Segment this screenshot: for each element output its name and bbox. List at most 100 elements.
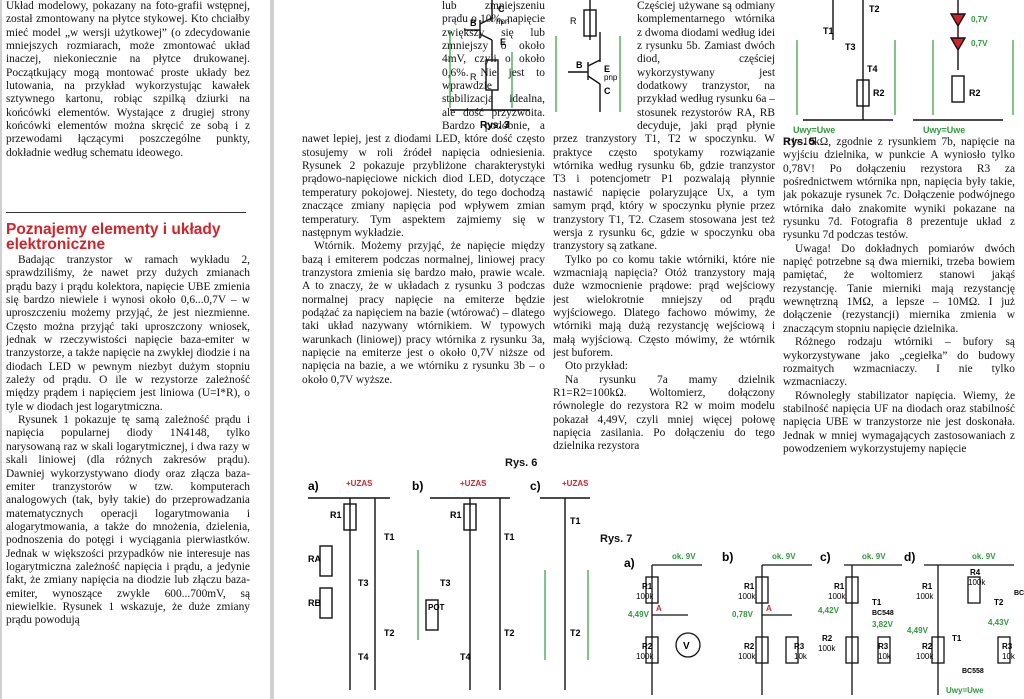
svg-text:c): c)	[820, 550, 831, 564]
svg-text:E: E	[500, 37, 506, 47]
voltage-label: 4,42V	[818, 606, 840, 615]
svg-text:d): d)	[904, 550, 915, 564]
svg-text:C: C	[604, 86, 611, 96]
fig-caption-rys5: Rys. 5	[783, 136, 816, 148]
voltage-label: 4,43V	[988, 618, 1010, 627]
svg-text:B: B	[576, 60, 583, 70]
resistor-value: 100k	[828, 592, 846, 601]
figure-pnp-follower: E B pnp C	[555, 32, 621, 112]
svg-text:RA: RA	[308, 554, 321, 564]
svg-text:a): a)	[624, 556, 635, 570]
svg-text:R1: R1	[330, 510, 342, 520]
svg-text:b): b)	[412, 479, 423, 493]
transistor-type: BC548	[872, 610, 894, 617]
svg-text:R2: R2	[922, 642, 933, 651]
svg-text:R2: R2	[969, 88, 981, 98]
resistor-value: 10k	[878, 652, 892, 661]
svg-text:T3: T3	[845, 42, 856, 52]
svg-text:A: A	[656, 604, 662, 613]
svg-text:C: C	[498, 4, 505, 14]
svg-text:c): c)	[530, 479, 541, 493]
transistor-type: BC548	[1014, 590, 1024, 597]
paragraph: Układ modelowy, pokazany na foto-grafii …	[6, 0, 250, 159]
svg-text:T4: T4	[867, 64, 878, 74]
svg-text:T1: T1	[952, 634, 962, 643]
svg-text:T1: T1	[823, 26, 834, 36]
svg-text:R3: R3	[794, 642, 805, 651]
uwy-uwe-label: Uwy=Uwe	[923, 125, 965, 135]
transistor-type: BC558	[962, 668, 984, 675]
paragraph: Rysunek 1 pokazuje tę samą zależność prą…	[6, 414, 250, 627]
svg-text:R2: R2	[873, 88, 885, 98]
svg-text:b): b)	[722, 550, 733, 564]
figure-rys6: a) b) c) +UZAS +UZAS +UZAS R1 RA RB T1 T…	[308, 479, 590, 690]
svg-text:R3: R3	[878, 642, 889, 651]
svg-text:R1: R1	[922, 582, 933, 591]
svg-text:R: R	[470, 72, 477, 82]
voltage-label: 3,82V	[872, 620, 894, 629]
figure-rys5: T1 T3 T2 T4 R2 R2 Uwy=Uwe Uwy=Uwe 0,7V 0…	[793, 0, 1014, 135]
figure-rys7: a) b) c) d) ok. 9V ok. 9V ok. 9V ok. 9V …	[624, 550, 1024, 695]
svg-text:R4: R4	[970, 568, 981, 577]
svg-text:R1: R1	[642, 582, 653, 591]
column-3: Częściej używane są odmiany komplementar…	[553, 0, 775, 530]
column-4: R1=10kΩ, zgodnie z rysunkiem 7b, napięci…	[783, 136, 1015, 536]
uzas-label: +UZAS	[562, 479, 589, 488]
uwy-uwe-label: Uwy=Uwe	[946, 686, 984, 695]
svg-text:T2: T2	[869, 4, 880, 14]
diode-voltage-label: 0,7V	[971, 15, 988, 24]
resistor-value: 100k	[636, 652, 654, 661]
resistor-value: 100k	[818, 644, 836, 653]
paragraph: Częściej używane są odmiany komplementar…	[553, 0, 775, 253]
voltage-label: 4,49V	[907, 626, 929, 635]
fig-caption-rys7: Rys. 7	[600, 533, 633, 545]
svg-text:R1: R1	[450, 510, 462, 520]
paragraph: Oto przykład:	[565, 360, 628, 373]
svg-text:T1: T1	[504, 532, 515, 542]
paragraph: Na rysunku 7a mamy dzielnik R1=R2=100kΩ.…	[553, 373, 775, 453]
resistor-value: 100k	[636, 592, 654, 601]
supply-label: ok. 9V	[862, 552, 886, 561]
paragraph: Różnego rodzaju wtórniki – bufory są wyk…	[783, 336, 1015, 389]
svg-text:RB: RB	[308, 598, 321, 608]
uzas-label: +UZAS	[460, 479, 487, 488]
resistor-value: 100k	[916, 592, 934, 601]
svg-text:T4: T4	[358, 652, 369, 662]
figure-rys3: C B npn E R R Rys. 3	[449, 0, 597, 131]
svg-text:pnp: pnp	[604, 73, 618, 82]
supply-label: ok. 9V	[972, 552, 996, 561]
uzas-label: +UZAS	[346, 479, 373, 488]
supply-label: ok. 9V	[672, 552, 696, 561]
voltage-label: 4,49V	[628, 610, 650, 619]
section-heading: Poznajemy elementy i układy elektroniczn…	[6, 221, 221, 253]
resistor-value: 100k	[738, 652, 756, 661]
svg-text:R2: R2	[822, 634, 833, 643]
resistor-value: 100k	[968, 578, 986, 587]
resistor-value: 10k	[794, 652, 808, 661]
column-1: Układ modelowy, pokazany na foto-grafii …	[6, 0, 250, 699]
paragraph: Badając tranzystor w ramach wykładu 2, s…	[6, 254, 250, 413]
svg-text:a): a)	[308, 479, 319, 493]
svg-text:T2: T2	[504, 628, 515, 638]
section-divider	[6, 212, 246, 213]
col1-bottom-text: Badając tranzystor w ramach wykładu 2, s…	[6, 254, 250, 699]
paragraph: Tylko po co komu takie wtórniki, które n…	[553, 253, 775, 359]
svg-text:T2: T2	[994, 598, 1004, 607]
svg-text:R1: R1	[744, 582, 755, 591]
voltage-label: 0,78V	[732, 610, 754, 619]
svg-text:E: E	[604, 64, 610, 74]
svg-text:B: B	[470, 18, 477, 28]
svg-text:R1: R1	[834, 582, 845, 591]
resistor-value: 100k	[916, 652, 934, 661]
svg-text:T4: T4	[460, 652, 471, 662]
paragraph: Równoległy stabilizator napięcia. Wiemy,…	[783, 389, 1015, 455]
paragraph: Uwaga! Do dokładnych pomiarów dwóch napi…	[783, 242, 1015, 335]
svg-text:T1: T1	[384, 532, 395, 542]
diode-voltage-label: 0,7V	[971, 39, 988, 48]
svg-text:T1: T1	[570, 516, 581, 526]
paragraph: lub zmniejszeniu prądu o 10%, napięcie z…	[302, 0, 545, 239]
resistor-value: 10k	[1002, 652, 1016, 661]
svg-text:T3: T3	[358, 578, 369, 588]
svg-text:T2: T2	[384, 628, 395, 638]
fig-caption-rys6: Rys. 6	[505, 457, 538, 469]
